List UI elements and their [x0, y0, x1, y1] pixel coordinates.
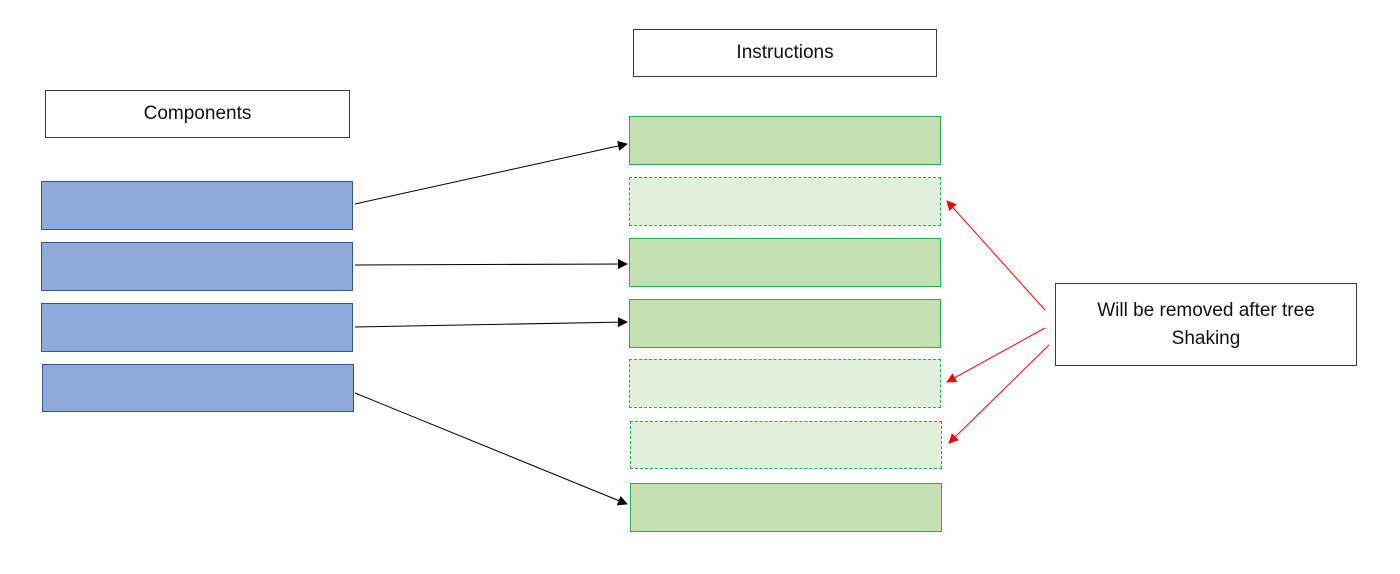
instruction-block-2-removed [629, 177, 941, 226]
mapping-arrow-1 [354, 141, 628, 205]
mapping-arrow-2 [354, 259, 628, 270]
mapping-arrow-3 [354, 317, 628, 328]
component-block-1 [41, 181, 353, 230]
removal-arrow-3 [948, 344, 1050, 444]
removal-note-line-1: Will be removed after tree [1097, 299, 1315, 321]
component-block-3 [41, 303, 353, 352]
instruction-block-3 [629, 238, 941, 287]
instructions-label-text: Instructions [736, 42, 834, 63]
removal-note-box: Will be removed after tree Shaking [1055, 283, 1357, 366]
removal-arrow-2 [946, 327, 1046, 383]
instruction-block-4 [629, 299, 941, 348]
removal-note-line-2: Shaking [1171, 327, 1241, 349]
removal-arrow-1 [946, 200, 1046, 311]
instruction-block-6-removed [630, 421, 942, 469]
mapping-arrow-4 [354, 392, 628, 506]
components-label: Components [45, 90, 350, 138]
instruction-block-1 [629, 116, 941, 165]
instruction-block-5-removed [629, 359, 941, 408]
component-block-2 [41, 242, 353, 291]
instruction-block-7 [630, 483, 942, 532]
components-label-text: Components [143, 103, 252, 124]
instructions-label: Instructions [633, 29, 937, 77]
component-block-4 [42, 364, 354, 412]
removal-note-text: Will be removed after tree Shaking [1097, 297, 1315, 353]
